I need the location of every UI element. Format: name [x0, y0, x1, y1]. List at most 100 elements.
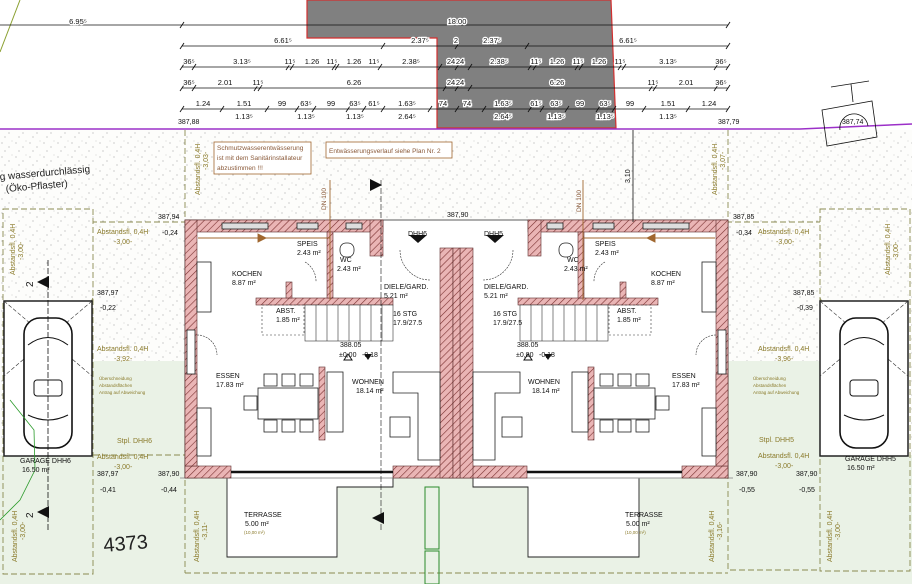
dimension-label: 63⁵	[300, 99, 311, 108]
dn-label: DN 100	[321, 188, 328, 210]
dimension-label: 1.24	[702, 99, 717, 108]
dimension-label: 1.13⁵	[659, 112, 677, 121]
setback-label: Abstandsfl. 0,4H	[195, 144, 202, 195]
setback-value: -3,96-	[775, 356, 794, 363]
room-name: ESSEN	[216, 373, 240, 380]
stairs-right	[519, 304, 652, 342]
room-name: DIELE/GARD.	[384, 284, 428, 291]
dimension-tick	[345, 105, 351, 113]
section-number: 2	[25, 512, 36, 518]
dimension-tick	[311, 105, 317, 113]
dimension-label: 11⁵	[531, 57, 542, 66]
dimension-tick	[285, 63, 291, 71]
dimension-label: 1.51	[237, 99, 252, 108]
dimension-tick	[331, 63, 337, 71]
dimension-tick	[377, 63, 383, 71]
level-label: 387,94	[158, 214, 180, 221]
floor-level: 388.05	[517, 342, 539, 349]
setback-value: -3,00-	[114, 464, 133, 471]
dimension-label: 2.37⁵	[483, 36, 501, 45]
level-label: 387,74	[842, 119, 864, 126]
dimension-tick	[621, 63, 627, 71]
level-label: 387,90	[796, 471, 818, 478]
garage-area: 16.50 m²	[22, 467, 50, 474]
dimension-label: 1.51	[661, 99, 676, 108]
furniture	[196, 242, 717, 461]
dimension-tick	[467, 63, 473, 71]
dimension-ticks	[179, 21, 731, 113]
contour-line	[0, 399, 36, 521]
room-area: 2.43 m²	[564, 266, 588, 273]
terrace-label: TERRASSE	[244, 512, 282, 519]
dimension-label: 1.13⁵	[235, 112, 253, 121]
room-name: KOCHEN	[651, 271, 681, 278]
car-icon	[839, 317, 889, 449]
dimension-tick	[574, 63, 580, 71]
dimension-lines	[0, 24, 728, 110]
parking-label: Stpl. DHH5	[759, 437, 794, 444]
room-area: 2.43 m²	[337, 266, 361, 273]
dimension-tick	[713, 84, 719, 92]
dimension-label: 1.63⁵	[398, 99, 416, 108]
room-name: WOHNEN	[352, 379, 384, 386]
dimension-tick	[527, 105, 533, 113]
setback-value: -3,00-	[835, 521, 842, 540]
dimension-label: 2	[454, 36, 458, 45]
terrace-total: (10,00 m²)	[244, 530, 265, 535]
dimension-tick	[527, 63, 533, 71]
dimension-tick	[648, 84, 654, 92]
door-swings	[196, 249, 717, 356]
room-area: 18.14 m²	[532, 388, 560, 395]
dimension-tick	[454, 105, 460, 113]
setback-value: -3,00-	[20, 521, 27, 540]
dimension-label: 2.37⁵	[411, 36, 429, 45]
room-name: ABST.	[276, 308, 296, 315]
setback-value: -3,00-	[776, 239, 795, 246]
dimension-tick	[524, 42, 530, 50]
dimension-tick	[294, 105, 300, 113]
terrace-area: 5.00 m²	[245, 521, 269, 528]
dimension-label: 6.61⁵	[274, 36, 292, 45]
dimension-label: 36⁵	[715, 78, 726, 87]
overlap-note: Antrag auf Abweichung	[753, 390, 800, 395]
section-markers	[37, 179, 552, 524]
dimension-label: 24	[447, 78, 455, 87]
overlap-note: Überschneidung	[753, 375, 786, 381]
level-label: 387,97	[97, 290, 119, 297]
floor-level: -0,18	[362, 352, 378, 359]
stairs-label: 16 STG	[393, 311, 417, 318]
dimension-label: 74	[463, 99, 471, 108]
dimension-tick	[652, 84, 658, 92]
room-area: 5.21 m²	[384, 293, 408, 300]
level-label: 387,85	[733, 214, 755, 221]
dimension-tick	[595, 105, 601, 113]
stepping-stones	[424, 550, 440, 584]
dimension-label: 63⁵	[349, 99, 360, 108]
dimension-label: 2.38⁵	[490, 57, 508, 66]
room-name: DIELE/GARD.	[484, 284, 528, 291]
level-label: -0,34	[736, 230, 752, 237]
setback-value: -3,16-	[717, 521, 724, 540]
dimension-label: 11⁵	[327, 57, 338, 66]
dimension-label: 11⁵	[369, 57, 380, 66]
unit-name: DHH6	[408, 231, 427, 238]
dimension-label: 99	[327, 99, 335, 108]
setback-label: Abstandsfl. 0,4H	[10, 224, 17, 275]
floor-level: -0,18	[539, 352, 555, 359]
level-label: -0,41	[100, 487, 116, 494]
setback-value: -3,92-	[114, 356, 133, 363]
level-label: 387,90	[736, 471, 758, 478]
room-name: SPEIS	[297, 241, 318, 248]
level-label: 387,90	[447, 212, 469, 219]
level-label: -0,39	[797, 305, 813, 312]
dimension-label: 1.13⁵	[297, 112, 315, 121]
dimension-label: 1.13⁵	[547, 112, 565, 121]
floor-level: 388.05	[340, 342, 362, 349]
garage-label: GARAGE DHH6	[20, 458, 71, 465]
dimension-label: 99	[626, 99, 634, 108]
level-label: 387,88	[178, 119, 200, 126]
unit-name: DHH5	[484, 231, 503, 238]
dimension-label: 2.64⁵	[398, 112, 416, 121]
